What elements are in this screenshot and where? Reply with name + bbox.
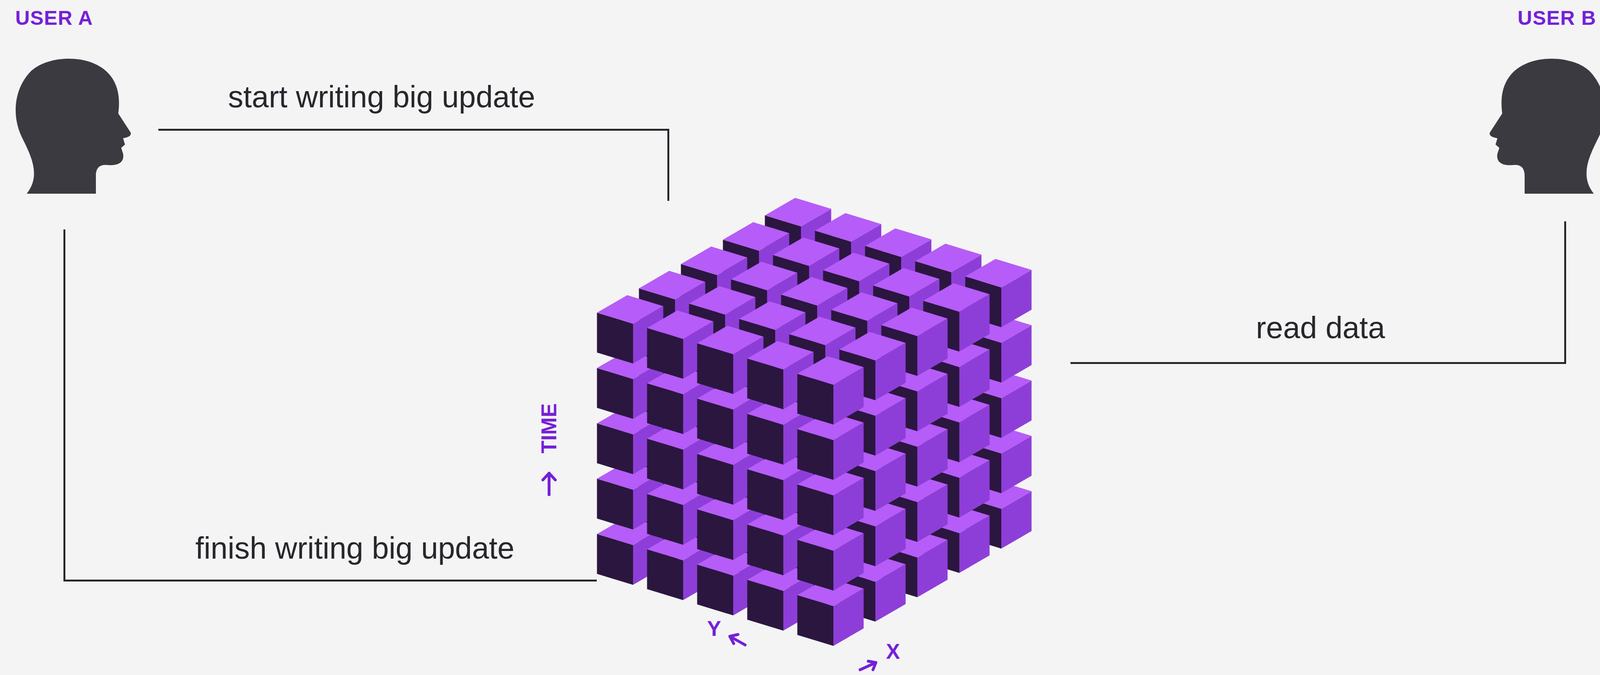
user-head bbox=[15, 58, 131, 194]
cube-face bbox=[722, 222, 790, 251]
step-label: read data bbox=[1256, 310, 1385, 346]
cube-face bbox=[914, 243, 982, 273]
cube-face bbox=[780, 277, 848, 306]
cube-cell bbox=[797, 356, 864, 425]
cube-face bbox=[822, 252, 890, 282]
cube-face bbox=[596, 295, 664, 324]
axis-label: Y bbox=[706, 616, 721, 641]
user-head bbox=[1489, 58, 1600, 194]
x-arrow bbox=[868, 661, 876, 670]
user-heads bbox=[15, 58, 1600, 194]
cube-face bbox=[696, 325, 764, 355]
cube-face bbox=[872, 268, 940, 297]
cube-face bbox=[965, 259, 1032, 288]
user-name: USER A bbox=[15, 6, 140, 30]
cube-face bbox=[747, 341, 814, 370]
step-label: finish writing big update bbox=[195, 530, 515, 566]
cube-face bbox=[831, 292, 898, 322]
cube-face bbox=[764, 197, 832, 227]
time-arrow bbox=[542, 473, 556, 480]
user-node: USER A bbox=[15, 6, 140, 30]
axis-label: X bbox=[885, 639, 900, 664]
axis-arrows bbox=[542, 473, 876, 670]
flow-line bbox=[158, 129, 669, 201]
cube-face bbox=[638, 270, 706, 300]
cube-face bbox=[738, 301, 806, 331]
cube-face bbox=[864, 228, 932, 258]
user-node: USER B bbox=[1472, 6, 1597, 30]
cube-face bbox=[814, 213, 882, 242]
cube-face bbox=[797, 356, 864, 385]
flow-lines bbox=[64, 129, 1566, 581]
cube-face bbox=[789, 316, 856, 346]
flow-line bbox=[64, 229, 597, 581]
cube-face bbox=[772, 237, 840, 267]
y-arrow bbox=[729, 634, 738, 644]
data-cube bbox=[596, 197, 1032, 646]
axis-label: TIME bbox=[537, 403, 562, 454]
cube-face bbox=[839, 332, 906, 361]
time-arrow bbox=[547, 473, 551, 495]
cube-face bbox=[688, 286, 756, 315]
cube-face bbox=[923, 283, 990, 312]
flow-line bbox=[1070, 221, 1566, 364]
cube-face bbox=[881, 307, 948, 337]
cube-face bbox=[730, 261, 798, 291]
cube-face bbox=[646, 310, 714, 340]
user-name: USER B bbox=[1472, 6, 1597, 30]
step-label: start writing big update bbox=[228, 79, 536, 115]
cube-face bbox=[680, 246, 748, 276]
